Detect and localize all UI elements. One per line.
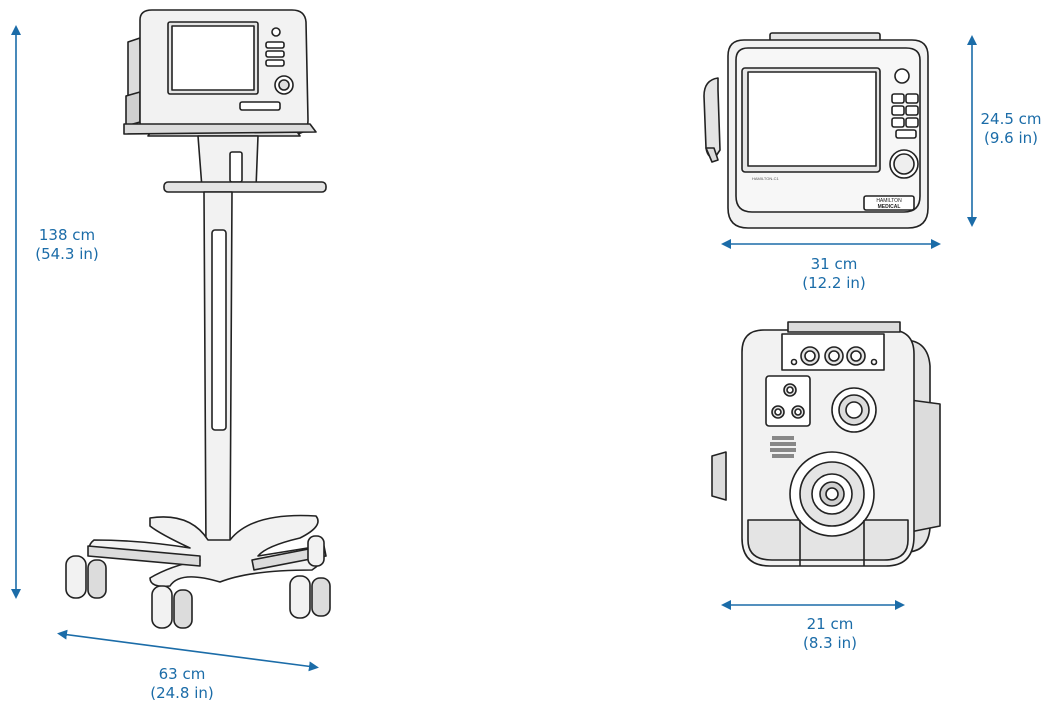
side-depth-imperial: (8.3 in)	[802, 634, 857, 652]
front-width-metric: 31 cm	[810, 255, 858, 273]
side-depth-label: 21 cm (8.3 in)	[780, 615, 880, 653]
cart-illustration	[65, 9, 331, 629]
front-height-label: 24.5 cm (9.6 in)	[974, 110, 1048, 148]
side-depth-metric: 21 cm	[806, 615, 854, 633]
front-height-metric: 24.5 cm	[980, 110, 1042, 128]
front-view-illustration	[703, 32, 929, 229]
front-width-label: 31 cm (12.2 in)	[784, 255, 884, 293]
side-view-illustration	[711, 321, 941, 567]
cart-height-imperial: (54.3 in)	[35, 245, 99, 263]
cart-height-metric: 138 cm	[38, 226, 96, 244]
cart-base-metric: 63 cm	[158, 665, 206, 683]
cart-base-arrow	[57, 629, 319, 672]
front-width-imperial: (12.2 in)	[802, 274, 866, 292]
cart-height-label: 138 cm (54.3 in)	[20, 226, 114, 264]
model-text: HAMILTON-C1	[752, 176, 780, 181]
cart-base-label: 63 cm (24.8 in)	[132, 665, 232, 703]
caster-wheels	[65, 535, 331, 629]
brand-line2: MEDICAL	[878, 204, 901, 210]
front-height-imperial: (9.6 in)	[983, 129, 1038, 147]
cart-base-imperial: (24.8 in)	[150, 684, 214, 702]
brand-line1: HAMILTON	[876, 198, 902, 204]
